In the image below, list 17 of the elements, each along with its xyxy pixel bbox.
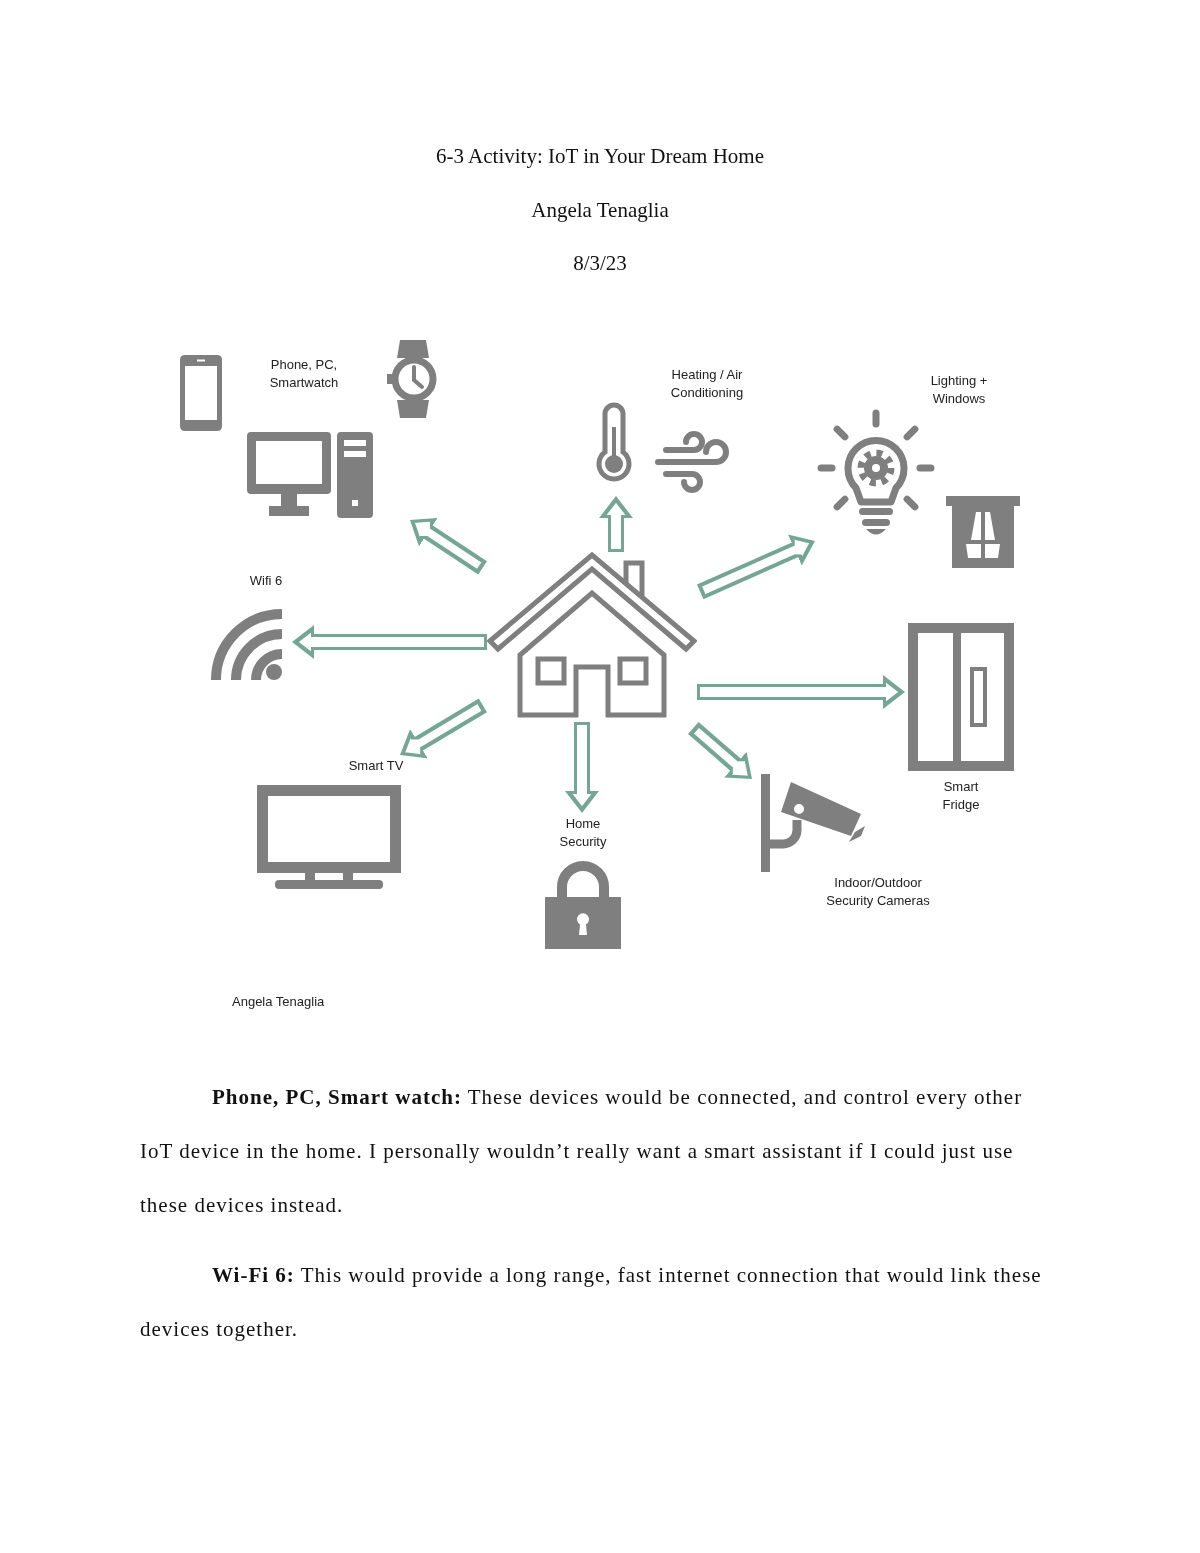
device-label: Home Security xyxy=(558,815,608,851)
block-arrow xyxy=(292,625,487,659)
body-paragraph: Wi-Fi 6: This would provide a long range, fast internet connection that would link these devices together. xyxy=(140,1262,1043,1343)
author-name: Angela Tenaglia xyxy=(531,197,669,223)
device-label: Indoor/Outdoor Security Cameras xyxy=(825,874,931,910)
device-label: Wifi 6 xyxy=(248,572,284,590)
device-label: Lighting + Windows xyxy=(929,372,989,408)
date: 8/3/23 xyxy=(573,250,627,276)
device-label: Phone, PC, Smartwatch xyxy=(268,356,340,392)
body-paragraph: Phone, PC, Smart watch: These devices would be connected, and control every other IoT device in the home. I personally wouldn’t really want a smart assistant if I could just use these devices instead. xyxy=(140,1084,1024,1219)
device-label: Smart Fridge xyxy=(941,778,981,814)
document-title: 6-3 Activity: IoT in Your Dream Home xyxy=(436,143,764,169)
block-arrow xyxy=(565,722,599,813)
block-arrow xyxy=(599,496,633,552)
device-label: Heating / Air Conditioning xyxy=(669,366,745,402)
author-credit: Angela Tenaglia xyxy=(232,993,325,1011)
device-label: Smart TV xyxy=(347,757,405,775)
